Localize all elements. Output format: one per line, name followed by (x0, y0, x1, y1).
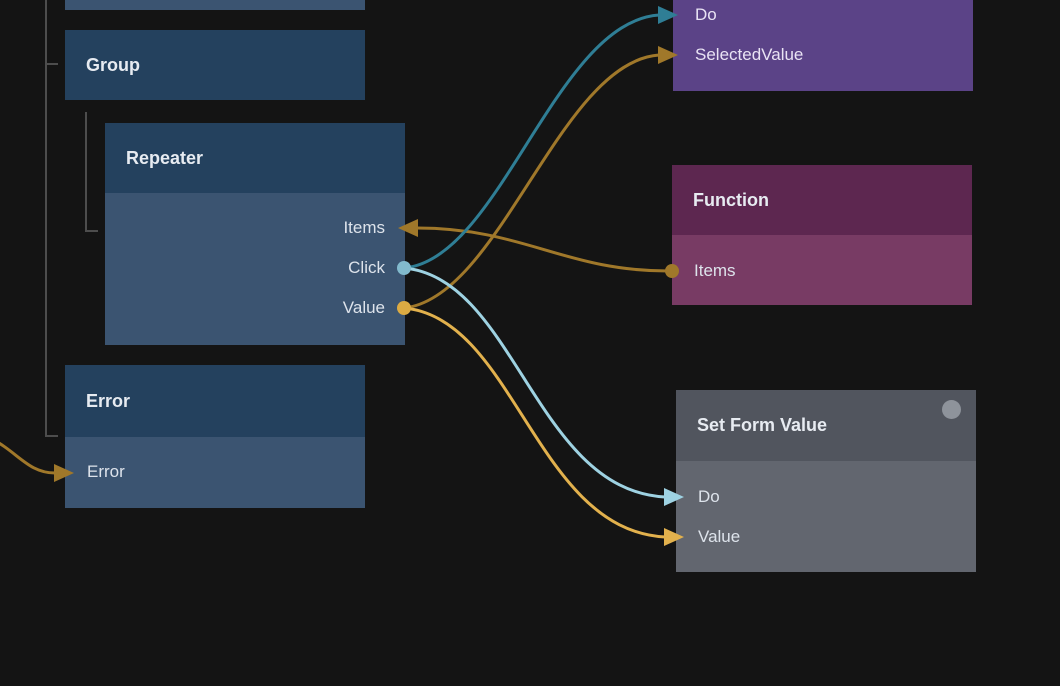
node-set-form-value-body: Do Value (676, 461, 976, 572)
node-repeater-header[interactable]: Repeater (105, 123, 405, 193)
wire-value-to-selectedvalue[interactable] (403, 53, 660, 310)
port-dropdown-do[interactable]: Do (673, 0, 973, 35)
port-repeater-click[interactable]: Click (105, 248, 405, 288)
node-group[interactable]: Group (65, 30, 365, 100)
port-repeater-value-label: Value (342, 298, 385, 317)
tree-line-vertical-inner (85, 112, 87, 232)
port-dropdown-selectedvalue[interactable]: SelectedValue (673, 35, 973, 75)
port-repeater-click-label: Click (348, 258, 385, 277)
node-function-header[interactable]: Function (672, 165, 972, 235)
port-repeater-value[interactable]: Value (105, 288, 405, 328)
port-set-form-value-value-label: Value (698, 527, 741, 546)
port-dropdown-selectedvalue-label: SelectedValue (695, 45, 804, 64)
port-dropdown-do-label: Do (695, 5, 717, 24)
port-set-form-value-do[interactable]: Do (676, 477, 976, 517)
port-error-error[interactable]: Error (65, 452, 365, 492)
port-error-error-label: Error (87, 462, 125, 481)
wire-click-to-do[interactable] (403, 13, 660, 270)
tree-line-tick-group (47, 63, 58, 65)
node-set-form-value[interactable]: Set Form Value Do Value (676, 390, 976, 572)
port-function-items[interactable]: Items (672, 251, 972, 291)
node-function-body: Items (672, 235, 972, 305)
node-function-title: Function (693, 189, 769, 210)
node-error-body: Error (65, 437, 365, 508)
port-function-items-label: Items (694, 261, 736, 280)
tree-line-vertical-outer (45, 0, 47, 437)
tree-line-tick-repeater (87, 230, 98, 232)
port-set-form-value-value[interactable]: Value (676, 517, 976, 557)
node-group-header[interactable]: Group (65, 30, 365, 100)
node-dropdown-partial[interactable]: Do SelectedValue (673, 0, 973, 91)
node-group-title: Group (86, 54, 140, 75)
node-repeater[interactable]: Repeater Items Click Value (105, 123, 405, 345)
wire-value-to-setformvalue-value[interactable] (403, 306, 666, 539)
node-function[interactable]: Function Items (672, 165, 972, 305)
node-error-header[interactable]: Error (65, 365, 365, 437)
node-partial-top[interactable] (65, 0, 365, 10)
port-set-form-value-do-label: Do (698, 487, 720, 506)
wire-function-items-to-repeater-items[interactable] (416, 226, 673, 273)
node-repeater-title: Repeater (126, 147, 204, 168)
node-set-form-value-title: Set Form Value (697, 415, 828, 435)
node-status-dot-icon (942, 400, 961, 419)
wire-offscreen-to-error[interactable] (0, 438, 56, 475)
node-error[interactable]: Error Error (65, 365, 365, 508)
node-set-form-value-header[interactable]: Set Form Value (676, 390, 976, 461)
port-repeater-items[interactable]: Items (105, 208, 405, 248)
wire-click-to-setformvalue-do[interactable] (403, 266, 666, 499)
node-repeater-body: Items Click Value (105, 193, 405, 345)
tree-line-tick-error (47, 435, 58, 437)
port-repeater-items-label: Items (343, 218, 385, 237)
node-error-title: Error (86, 390, 131, 411)
